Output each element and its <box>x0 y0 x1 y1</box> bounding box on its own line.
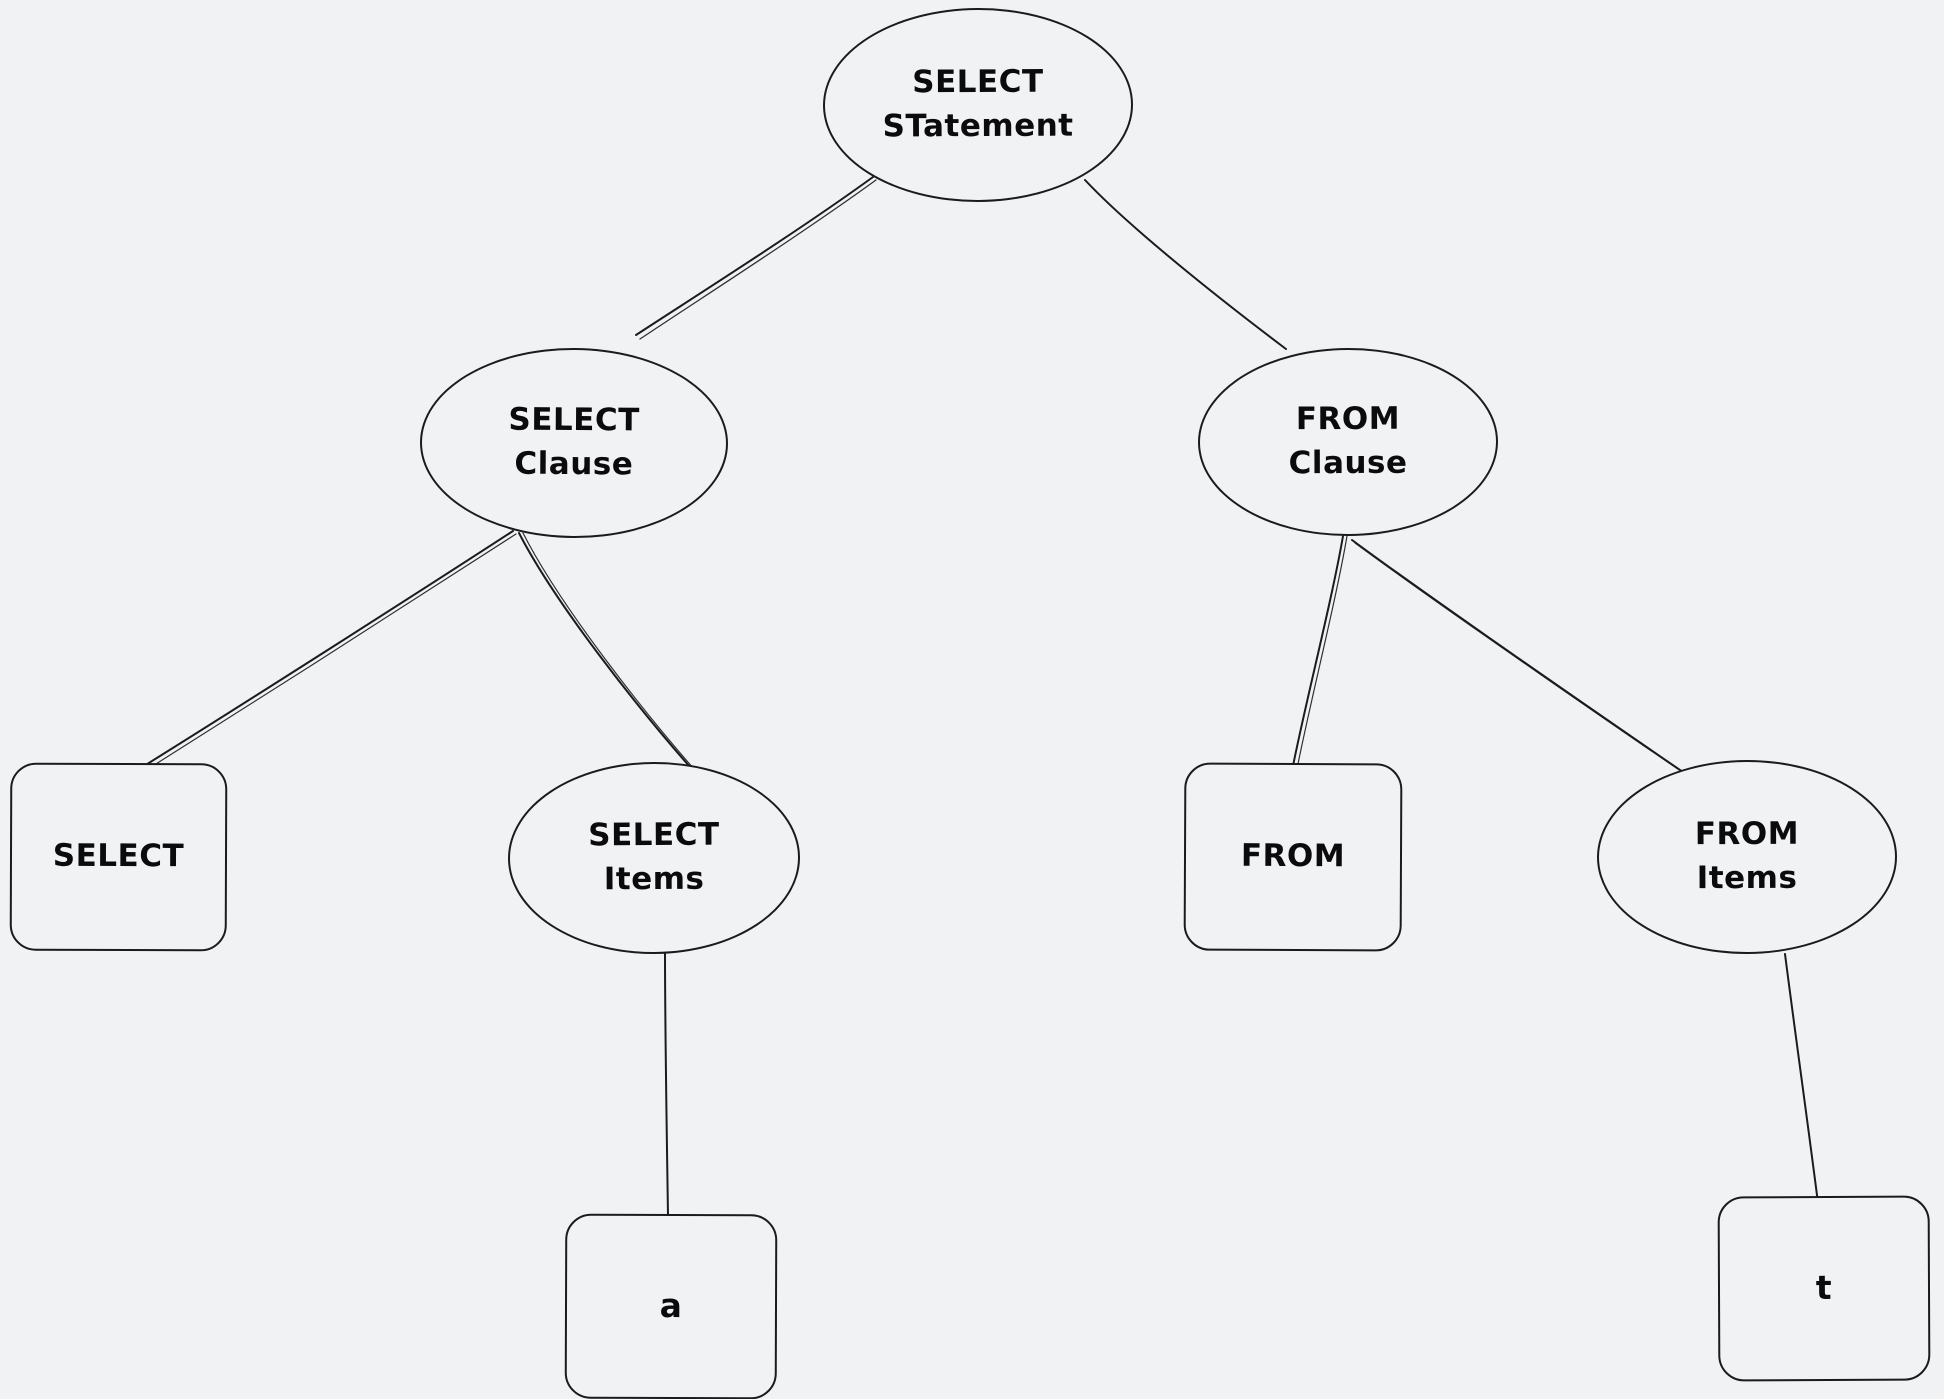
node-select-statement[interactable]: SELECT STatement <box>822 7 1134 203</box>
node-label-line1: t <box>1815 1268 1833 1308</box>
edge-select-items-to-a <box>664 950 669 1217</box>
node-label-line1: a <box>659 1286 683 1326</box>
node-select-keyword[interactable]: SELECT <box>9 762 228 952</box>
node-label-line1: FROM <box>1694 816 1800 853</box>
node-select-clause[interactable]: SELECT Clause <box>419 347 729 539</box>
edge-from-clause-to-from-items <box>1351 539 1723 800</box>
node-label-line2: Clause <box>514 445 634 483</box>
node-label-line1: FROM <box>1295 401 1401 438</box>
node-from-item-t[interactable]: t <box>1717 1195 1931 1382</box>
node-label-line2: STatement <box>882 107 1074 145</box>
edge-select-clause-to-select-keyword <box>143 530 517 770</box>
node-label-line1: SELECT <box>912 63 1044 101</box>
edge-select-clause-to-select-items <box>518 532 695 770</box>
edge-root-to-from-clause <box>1084 179 1287 350</box>
node-label-line1: SELECT <box>588 816 720 854</box>
node-label-line2: Items <box>603 860 705 898</box>
node-select-item-a[interactable]: a <box>564 1213 778 1399</box>
edge-from-clause-to-from-keyword <box>1292 535 1348 770</box>
node-from-items[interactable]: FROM Items <box>1596 759 1898 955</box>
node-label-line2: Clause <box>1288 444 1408 482</box>
node-from-clause[interactable]: FROM Clause <box>1197 347 1499 537</box>
node-label-line1: SELECT <box>508 401 640 439</box>
node-from-keyword[interactable]: FROM <box>1183 762 1403 952</box>
node-select-items[interactable]: SELECT Items <box>507 761 801 955</box>
node-label-line1: FROM <box>1240 837 1346 875</box>
node-label-line1: SELECT <box>52 837 185 875</box>
edge-root-to-select-clause <box>635 176 877 340</box>
node-label-line2: Items <box>1696 859 1798 897</box>
